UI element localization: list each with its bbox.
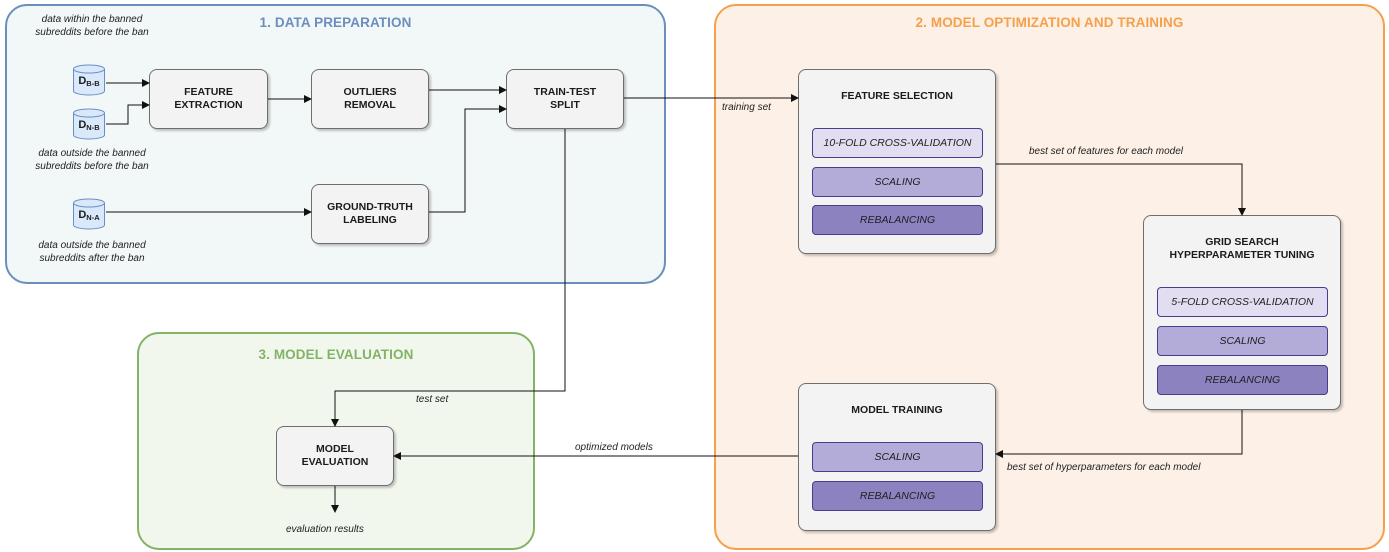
label-evaluation-results: evaluation results [286,524,364,535]
node-feature-extraction: FEATURE EXTRACTION [149,69,268,129]
label-optimized-models: optimized models [575,442,653,453]
model-training-title: MODEL TRAINING [851,404,943,416]
label-training-set: training set [722,102,771,113]
region-title-model-evaluation: 3. MODEL EVALUATION [258,347,414,362]
dataset-caption-bb: data within the banned subreddits before… [35,14,149,38]
feature-selection-rebalancing: REBALANCING [812,205,983,235]
database-icon-na: DN-A [72,198,106,230]
node-train-test-split: TRAIN-TEST SPLIT [506,69,624,129]
dataset-symbol-nb: D [78,119,87,131]
label-test-set: test set [416,394,449,405]
dataset-subscript-na: N-A [86,213,100,222]
feature-selection-scaling: SCALING [812,167,983,197]
label-best-hyperparameters: best set of hyperparameters for each mod… [1007,462,1201,473]
dataset-symbol-na: D [78,209,87,221]
feature-selection-cross-validation: 10-FOLD CROSS-VALIDATION [812,128,983,158]
database-icon-nb: DN-B [72,108,106,140]
model-training-rebalancing: REBALANCING [812,481,983,511]
region-title-data-preparation: 1. DATA PREPARATION [259,15,412,30]
dataset-caption-nb: data outside the banned subreddits befor… [35,148,149,172]
grid-search-cross-validation: 5-FOLD CROSS-VALIDATION [1157,287,1328,317]
node-outliers-removal: OUTLIERS REMOVAL [311,69,429,129]
dataset-subscript-nb: N-B [86,123,100,132]
dataset-subscript-bb: B-B [86,79,100,88]
grid-search-title: GRID SEARCH HYPERPARAMETER TUNING [1169,236,1315,262]
dataset-symbol-bb: D [78,75,87,87]
label-best-features: best set of features for each model [1029,146,1183,157]
region-title-model-optimization: 2. MODEL OPTIMIZATION AND TRAINING [915,15,1184,30]
model-training-scaling: SCALING [812,442,983,472]
grid-search-rebalancing: REBALANCING [1157,365,1328,395]
grid-search-scaling: SCALING [1157,326,1328,356]
database-icon-bb: DB-B [72,64,106,96]
node-ground-truth-labeling: GROUND-TRUTH LABELING [311,184,429,244]
node-model-evaluation: MODEL EVALUATION [276,426,394,486]
dataset-caption-na: data outside the banned subreddits after… [38,240,146,264]
feature-selection-title: FEATURE SELECTION [841,90,953,102]
